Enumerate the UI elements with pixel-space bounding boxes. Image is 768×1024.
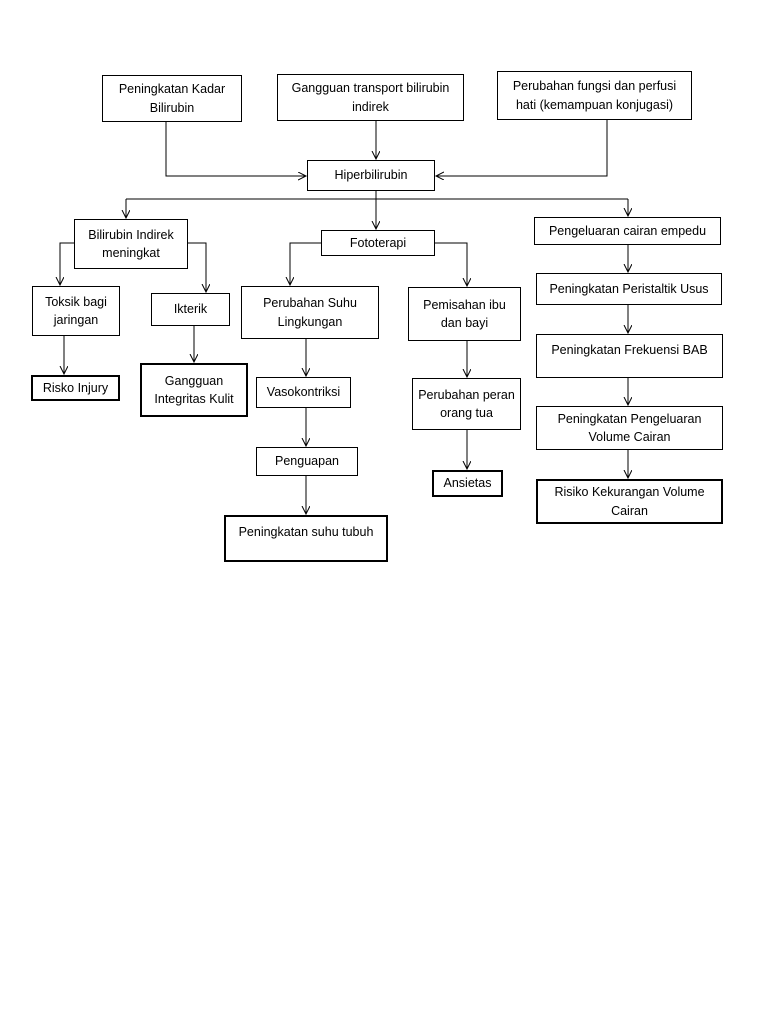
node-risiko-injury: Risko Injury (31, 375, 120, 401)
node-peningkatan-pengeluaran-volume-cairan: Peningkatan Pengeluaran Volume Cairan (536, 406, 723, 450)
node-toksik-bagi-jaringan: Toksik bagi jaringan (32, 286, 120, 336)
node-ansietas: Ansietas (432, 470, 503, 497)
node-peningkatan-suhu-tubuh: Peningkatan suhu tubuh (224, 515, 388, 562)
node-penguapan: Penguapan (256, 447, 358, 476)
node-peningkatan-frekuensi-bab: Peningkatan Frekuensi BAB (536, 334, 723, 378)
node-peningkatan-kadar-bilirubin: Peningkatan Kadar Bilirubin (102, 75, 242, 122)
node-pengeluaran-cairan-empedu: Pengeluaran cairan empedu (534, 217, 721, 245)
arrow-to-toksik (60, 242, 74, 285)
node-vasokontriksi: Vasokontriksi (256, 377, 351, 408)
node-perubahan-peran-orang-tua: Perubahan peran orang tua (412, 378, 521, 430)
node-pemisahan-ibu-dan-bayi: Pemisahan ibu dan bayi (408, 287, 521, 341)
arrow-to-suhu-lingkungan (290, 242, 321, 285)
node-hiperbilirubin: Hiperbilirubin (307, 160, 435, 191)
node-perubahan-fungsi-hati: Perubahan fungsi dan perfusi hati (kemam… (497, 71, 692, 120)
arrow-kadar-to-hiper (165, 122, 306, 176)
node-fototerapi: Fototerapi (321, 230, 435, 256)
arrow-to-pemisahan (435, 242, 467, 286)
node-gangguan-transport-bilirubin: Gangguan transport bilirubin indirek (277, 74, 464, 121)
node-risiko-kekurangan-volume-cairan: Risiko Kekurangan Volume Cairan (536, 479, 723, 524)
node-perubahan-suhu-lingkungan: Perubahan Suhu Lingkungan (241, 286, 379, 339)
node-peningkatan-peristaltik-usus: Peningkatan Peristaltik Usus (536, 273, 722, 305)
node-ikterik: Ikterik (151, 293, 230, 326)
node-bilirubin-indirek-meningkat: Bilirubin Indirek meningkat (74, 219, 188, 269)
node-gangguan-integritas-kulit: Gangguan Integritas Kulit (140, 363, 248, 417)
arrow-to-ikterik (188, 242, 206, 292)
arrow-fungsi-to-hiper (436, 120, 608, 176)
